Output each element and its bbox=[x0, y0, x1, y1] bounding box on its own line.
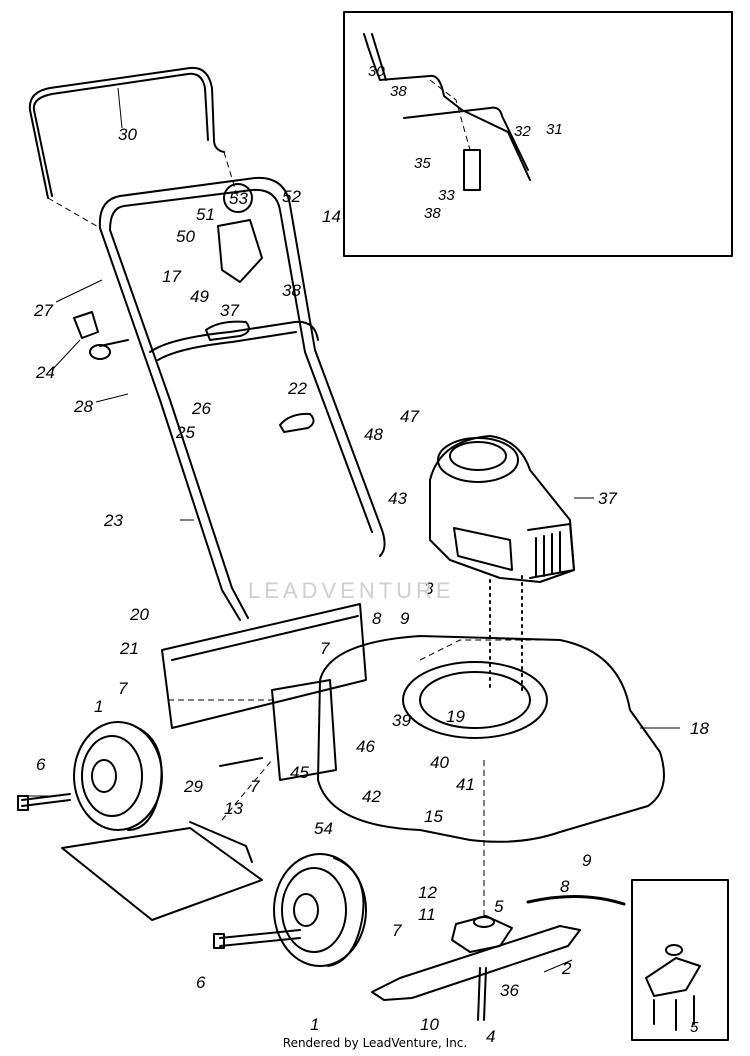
callout-7c: 7 bbox=[320, 639, 330, 658]
callout-39: 39 bbox=[392, 711, 411, 730]
callout-18: 18 bbox=[690, 719, 709, 738]
callout-37b: 37 bbox=[598, 489, 617, 508]
callout-6b: 6 bbox=[196, 973, 206, 992]
callout-49: 49 bbox=[190, 287, 209, 306]
callout-50: 50 bbox=[176, 227, 195, 246]
callout-47: 47 bbox=[400, 407, 419, 426]
callout-53: 53 bbox=[229, 189, 248, 208]
footer-credit: Rendered by LeadVenture, Inc. bbox=[282, 1036, 468, 1050]
inset-callout-35: 35 bbox=[414, 155, 431, 172]
callout-2: 2 bbox=[561, 959, 572, 978]
callout-54: 54 bbox=[314, 819, 333, 838]
callout-51: 51 bbox=[196, 205, 215, 224]
callout-4: 4 bbox=[486, 1027, 495, 1046]
callout-41: 41 bbox=[456, 775, 475, 794]
knob-24 bbox=[73, 311, 99, 339]
callout-27: 27 bbox=[33, 301, 53, 320]
deck-18 bbox=[317, 635, 665, 843]
callout-20: 20 bbox=[129, 605, 149, 624]
callout-38: 38 bbox=[282, 281, 301, 300]
watermark: LEADVENTURE bbox=[248, 578, 455, 603]
callout-43: 43 bbox=[388, 489, 407, 508]
callout-48: 48 bbox=[364, 425, 383, 444]
callout-14: 14 bbox=[322, 207, 341, 226]
callout-15: 15 bbox=[424, 807, 443, 826]
blade-adapter-5 bbox=[451, 915, 513, 953]
callout-6: 6 bbox=[36, 755, 46, 774]
grass-chute-13 bbox=[61, 827, 263, 921]
inset-callout-30: 30 bbox=[368, 63, 385, 80]
rear-wheel-1 bbox=[73, 721, 163, 831]
callout-40: 40 bbox=[430, 753, 449, 772]
callout-25: 25 bbox=[175, 423, 195, 442]
front-wheel-1 bbox=[273, 853, 367, 967]
callout-22: 22 bbox=[287, 379, 307, 398]
callout-19: 19 bbox=[446, 707, 465, 726]
handle-frame-23 bbox=[98, 176, 386, 557]
callout-26: 26 bbox=[191, 399, 211, 418]
callout-17: 17 bbox=[162, 267, 181, 286]
callout-3: 3 bbox=[424, 579, 434, 598]
callout-30: 30 bbox=[118, 125, 137, 144]
callout-23: 23 bbox=[103, 511, 123, 530]
callout-45: 45 bbox=[290, 763, 309, 782]
callout-37: 37 bbox=[220, 301, 239, 320]
callout-8b: 8 bbox=[560, 877, 570, 896]
callout-7b: 7 bbox=[250, 777, 260, 796]
inset-callout-31: 31 bbox=[546, 121, 563, 138]
callout-21: 21 bbox=[119, 639, 139, 658]
callout-9b: 9 bbox=[582, 851, 592, 870]
callout-9: 9 bbox=[400, 609, 410, 628]
callout-8: 8 bbox=[372, 609, 382, 628]
callout-24: 24 bbox=[35, 363, 55, 382]
callout-42: 42 bbox=[362, 787, 381, 806]
inset-callout-33: 33 bbox=[438, 187, 455, 204]
rear-deflector-21 bbox=[161, 603, 367, 729]
control-bracket-52 bbox=[217, 219, 263, 283]
callout-1: 1 bbox=[94, 697, 103, 716]
callout-46: 46 bbox=[356, 737, 375, 756]
inset-callout-5: 5 bbox=[690, 1019, 699, 1036]
callout-12: 12 bbox=[418, 883, 437, 902]
callout-36: 36 bbox=[500, 981, 519, 1000]
upper-handle-30 bbox=[28, 66, 225, 199]
blade-2 bbox=[371, 925, 581, 1001]
callout-52: 52 bbox=[282, 187, 301, 206]
callout-28: 28 bbox=[73, 397, 93, 416]
inset-callout-32: 32 bbox=[514, 123, 531, 140]
callout-1b: 1 bbox=[310, 1015, 319, 1034]
callout-7d: 7 bbox=[392, 921, 402, 940]
inset-callout-38b: 38 bbox=[424, 205, 441, 222]
callout-11: 11 bbox=[418, 905, 436, 924]
callout-7: 7 bbox=[118, 679, 128, 698]
engine-37 bbox=[429, 435, 575, 691]
inset-blade-adapter bbox=[631, 879, 729, 1041]
callout-29: 29 bbox=[183, 777, 203, 796]
inset-handle-detail bbox=[343, 11, 733, 257]
callout-10: 10 bbox=[420, 1015, 439, 1034]
inset-callout-38a: 38 bbox=[390, 83, 407, 100]
callout-13: 13 bbox=[224, 799, 243, 818]
callout-5: 5 bbox=[494, 897, 504, 916]
